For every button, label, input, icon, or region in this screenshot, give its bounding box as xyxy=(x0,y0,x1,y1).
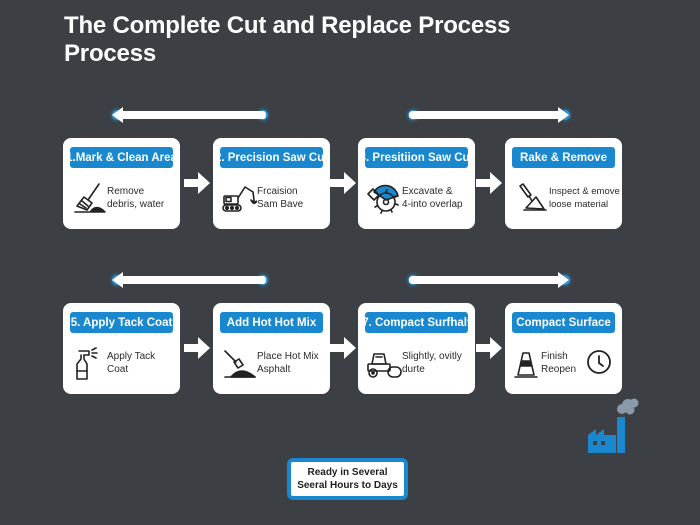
step-desc-line: loose material xyxy=(549,199,609,210)
step-card: Rake & Remove Inspect & emove loose mate… xyxy=(505,138,622,229)
step-card: 3. Presitiion Saw Cut Excavate & 4-into … xyxy=(358,138,475,229)
step-desc-line: Frcaision xyxy=(257,186,298,197)
arrow-left-icon xyxy=(112,107,268,123)
step-desc-line: Slightly, ovitly xyxy=(402,351,462,362)
step-description: Slightly, ovitly durte xyxy=(402,350,473,376)
step-header: Compact Surface xyxy=(512,312,615,333)
saw-blade-icon xyxy=(366,180,402,216)
direction-arrow-left xyxy=(110,272,270,288)
step-description: Frcaision Sam Bave xyxy=(257,185,328,211)
step-card: 7. Compact Surfhalt Slightly, ovitly dur… xyxy=(358,303,475,394)
step-desc-line: durte xyxy=(402,364,425,375)
step-desc-line: Place Hot Mix xyxy=(257,351,319,362)
step-description: Inspect & emove loose material xyxy=(549,185,622,211)
clock-icon xyxy=(585,348,613,376)
step-desc-line: Inspect & emove xyxy=(549,186,620,197)
road-roller-icon xyxy=(366,345,402,381)
step-desc-line: Coat xyxy=(107,364,129,375)
direction-arrow-right xyxy=(405,272,571,288)
excavator-icon xyxy=(221,180,257,216)
step-desc-line: Remove xyxy=(107,186,145,197)
step-desc-line: Excavate & xyxy=(402,186,453,197)
broom-icon xyxy=(71,180,107,216)
step-desc-line: Apply Tack xyxy=(107,351,156,362)
step-header: Add Hot Hot Mix xyxy=(220,312,323,333)
step-header: Rake & Remove xyxy=(512,147,615,168)
step-description: Excavate & 4-into overlap xyxy=(402,185,473,211)
title-line-2: Process xyxy=(64,40,156,67)
step-desc-line: Finish xyxy=(541,351,568,362)
shovel-icon xyxy=(221,345,257,381)
arrow-right-icon xyxy=(408,272,570,288)
flow-arrow-icon xyxy=(184,172,210,194)
direction-arrow-right xyxy=(405,107,571,123)
flow-arrow-icon xyxy=(476,172,502,194)
step-description: Apply Tack Coat xyxy=(107,350,178,376)
flow-arrow-icon xyxy=(330,337,356,359)
ready-line-2: Seeral Hours to Days xyxy=(297,480,398,491)
step-card: 1.Mark & Clean Area Remove debris, water xyxy=(63,138,180,229)
page-title: The Complete Cut and Replace Process Pro… xyxy=(64,12,510,68)
step-description: Finish Reopen xyxy=(541,350,620,376)
step-header: 7. Compact Surfhalt xyxy=(365,312,468,333)
step-header: 2. Precision Saw Cut xyxy=(220,147,323,168)
step-desc-line: Sam Bave xyxy=(257,199,304,210)
step-header: 3. Presitiion Saw Cut xyxy=(365,147,468,168)
step-description: Place Hot Mix Asphalt xyxy=(257,350,328,376)
step-card: 2. Precision Saw Cut Frcaision Sam Bave xyxy=(213,138,330,229)
step-desc-line: Reopen xyxy=(541,364,577,375)
ready-line-1: Ready in Several xyxy=(307,467,388,478)
traffic-cone-icon xyxy=(513,345,539,381)
ready-badge: Ready in Several Seeral Hours to Days xyxy=(287,458,408,500)
flow-arrow-icon xyxy=(330,172,356,194)
factory-icon xyxy=(586,395,642,457)
spray-bottle-icon xyxy=(71,345,107,381)
flow-arrow-icon xyxy=(184,337,210,359)
arrow-left-icon xyxy=(112,272,268,288)
step-card: Add Hot Hot Mix Place Hot Mix Asphalt xyxy=(213,303,330,394)
step-header: 5. Apply Tack Coat xyxy=(70,312,173,333)
direction-arrow-left xyxy=(110,107,270,123)
arrow-right-icon xyxy=(408,107,570,123)
step-header: 1.Mark & Clean Area xyxy=(70,147,173,168)
step-desc-line: 4-into overlap xyxy=(402,199,463,210)
trowel-icon xyxy=(513,180,549,216)
step-desc-line: debris, water xyxy=(107,199,165,210)
step-description: Remove debris, water xyxy=(107,185,178,211)
step-desc-line: Asphalt xyxy=(257,364,291,375)
title-line-1: The Complete Cut and Replace Process xyxy=(64,12,511,39)
step-card: 5. Apply Tack Coat Apply Tack Coat xyxy=(63,303,180,394)
step-card: Compact Surface Finish Reopen xyxy=(505,303,622,394)
flow-arrow-icon xyxy=(476,337,502,359)
